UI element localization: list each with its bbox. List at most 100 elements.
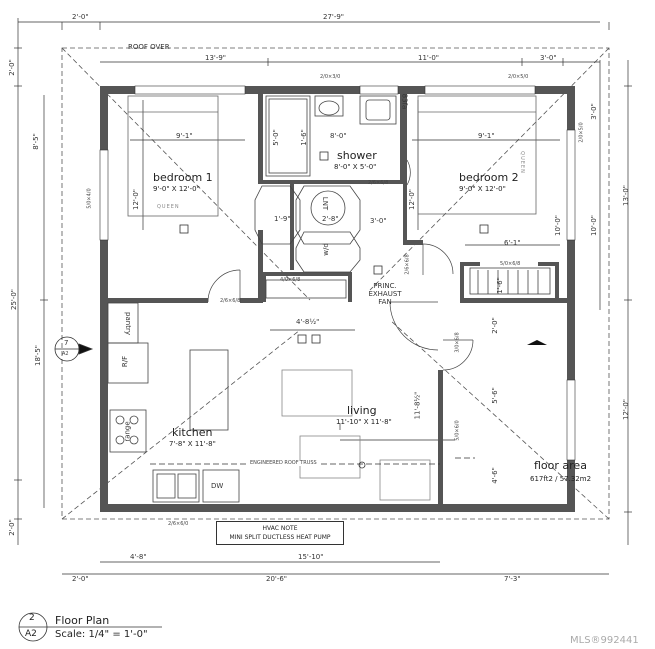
title-block-number: 2 [29,613,35,623]
exterior-walls [100,86,575,512]
shower-name: shower [337,149,377,162]
rf-label: R/F [121,355,130,368]
hvac-note-box: HVAC NOTE MINI SPLIT DUCTLESS HEAT PUMP [216,521,344,545]
dim-bed1-depth: 12'-0" [132,188,141,211]
dw-label: DW [211,482,224,490]
tag-door-bath: 2/6×6/8 [368,180,389,186]
dim-top-seg-1: 13'-9" [205,54,227,62]
dim-top-overall: 27'-9" [323,13,345,21]
light-fixtures [179,151,489,469]
bedroom2-bed: QUEEN [518,151,525,174]
dim-bottom-seg-2: 15'-10" [298,553,324,561]
tag-win-2: 2/0×5/0 [508,74,529,80]
dim-right-seg-6: 5'-6" [490,387,499,404]
title-marker [18,612,162,642]
dim-left-top-ext: 2'-0" [7,59,16,76]
title-block-scale: Scale: 1/4" = 1'-0" [55,629,148,640]
bedroom1-size: 9'-0" X 12'-0" [153,185,200,193]
tag-win-bed1: 5/0×4/0 [86,188,93,209]
dim-living-side: 11'-8½" [413,391,422,420]
shower-size: 8'-0" X 5'-0" [334,163,377,171]
living-size: 11'-10" X 11'-8" [336,418,392,426]
wd-label: w/d [321,243,330,256]
dim-right-seg-5: 2'-0" [490,317,499,334]
pantry-label: pantry [123,312,132,335]
dim-left-overall: 25'-0" [10,288,19,311]
dim-stair-width: 4'-8½" [296,318,320,326]
dim-top-left-ext: 2'-0" [72,13,89,21]
bath-fan-label: 83fa [400,93,409,110]
dimension-lines [14,18,632,575]
dim-hall-width: 3'-0" [370,217,387,225]
hvac-note-title: HVAC NOTE [262,525,298,532]
living-name: living [347,404,377,417]
interior-walls [108,94,567,504]
closets [254,185,551,299]
dim-bed2-depth: 12'-0" [408,188,417,211]
dim-bottom-ext-left: 2'-0" [72,575,89,583]
dim-right-seg-3: 10'-0" [590,214,599,237]
bedroom1-name: bedroom 1 [153,171,213,184]
dim-left-bottom-ext: 2'-0" [7,519,16,536]
floor-area-value: 617ft2 / 57.32m2 [530,475,592,483]
section-marker-number: 7 [64,339,69,347]
dim-top-seg-3: 3'-0" [540,54,557,62]
roof-over-label: ROOF OVER [128,43,170,51]
dim-bottom-seg-3: 20'-6" [266,575,288,583]
title-block-sheet: A2 [25,629,37,639]
truss-label: ENGINEERED ROOF TRUSS [248,460,319,466]
dim-right-seg-7: 4'-6" [490,467,499,484]
tag-door-closet: 4/0×6/8 [280,277,301,283]
door-swings [207,159,474,371]
dim-left-seg-2: 18'-5" [34,344,43,367]
windows [99,85,576,461]
dim-right-seg-4: 12'-0" [622,398,631,421]
roof-outline [61,47,610,520]
tag-door-bed2: 2/6×6/8 [404,254,411,275]
bath-fixtures [265,95,397,177]
exhaust-fan-label: PRINC. EXHAUST FAN [368,282,402,307]
living-furniture [281,369,431,501]
lnt-label: LNT [321,196,330,211]
dim-bed2-closet: 6'-1" [504,239,521,247]
tag-door-bed2-closet: 5/0×6/8 [500,261,521,267]
tag-win-living: 5/0×6/0 [454,420,461,441]
dim-right-seg-1: 3'-0" [589,103,598,120]
dim-bed2-width: 9'-1" [478,132,495,140]
dim-left-seg-1: 8'-5" [31,133,40,150]
kitchen-fixtures [107,302,240,503]
tag-door-bed1: 2/6×6/8 [220,298,241,304]
section-marker [54,336,94,362]
beds [127,95,537,217]
dim-top-seg-2: 11'-0" [418,54,440,62]
dim-bath-side: 1'-6" [299,129,308,146]
tag-win-3: 2/0×5/0 [578,122,585,143]
section-marker-sheet: A2 [62,351,69,357]
bedroom2-size: 9'-0" X 12'-0" [459,185,506,193]
dim-bed1-width: 9'-1" [176,132,193,140]
tag-bath-width-note: 5'-0" [271,129,280,146]
dim-bottom-seg-1: 4'-8" [130,553,147,561]
kitchen-size: 7'-8" X 11'-8" [169,440,216,448]
bedroom2-name: bedroom 2 [459,171,519,184]
range-label: range [123,421,132,442]
mls-watermark: MLS®992441 [570,635,639,646]
dim-wd-width: 2'-8" [322,215,339,223]
kitchen-name: kitchen [172,426,213,439]
floor-area-label: floor area [534,459,587,472]
hvac-note-text: MINI SPLIT DUCTLESS HEAT PUMP [229,534,331,541]
dim-bath-width: 8'-0" [330,132,347,140]
tag-door-front: 3/0×6/8 [454,332,461,353]
title-block-title: Floor Plan [55,614,110,627]
tag-door-bottom: 2/6×6/0 [168,521,189,527]
bedroom1-bed: QUEEN [157,204,180,210]
dim-bed2-side: 10'-0" [554,214,563,237]
dim-bed2-closet-side: 1'-6" [495,277,504,294]
title-block: 2 A2 Floor Plan Scale: 1/4" = 1'-0" [10,611,210,647]
tag-win-1: 2/0×3/0 [320,74,341,80]
dim-right-seg-2: 13'-0" [622,184,631,207]
dim-bottom-seg-4: 7'-3" [504,575,521,583]
section-marker-arrow [527,340,547,345]
dim-closet-width: 1'-9" [274,215,291,223]
